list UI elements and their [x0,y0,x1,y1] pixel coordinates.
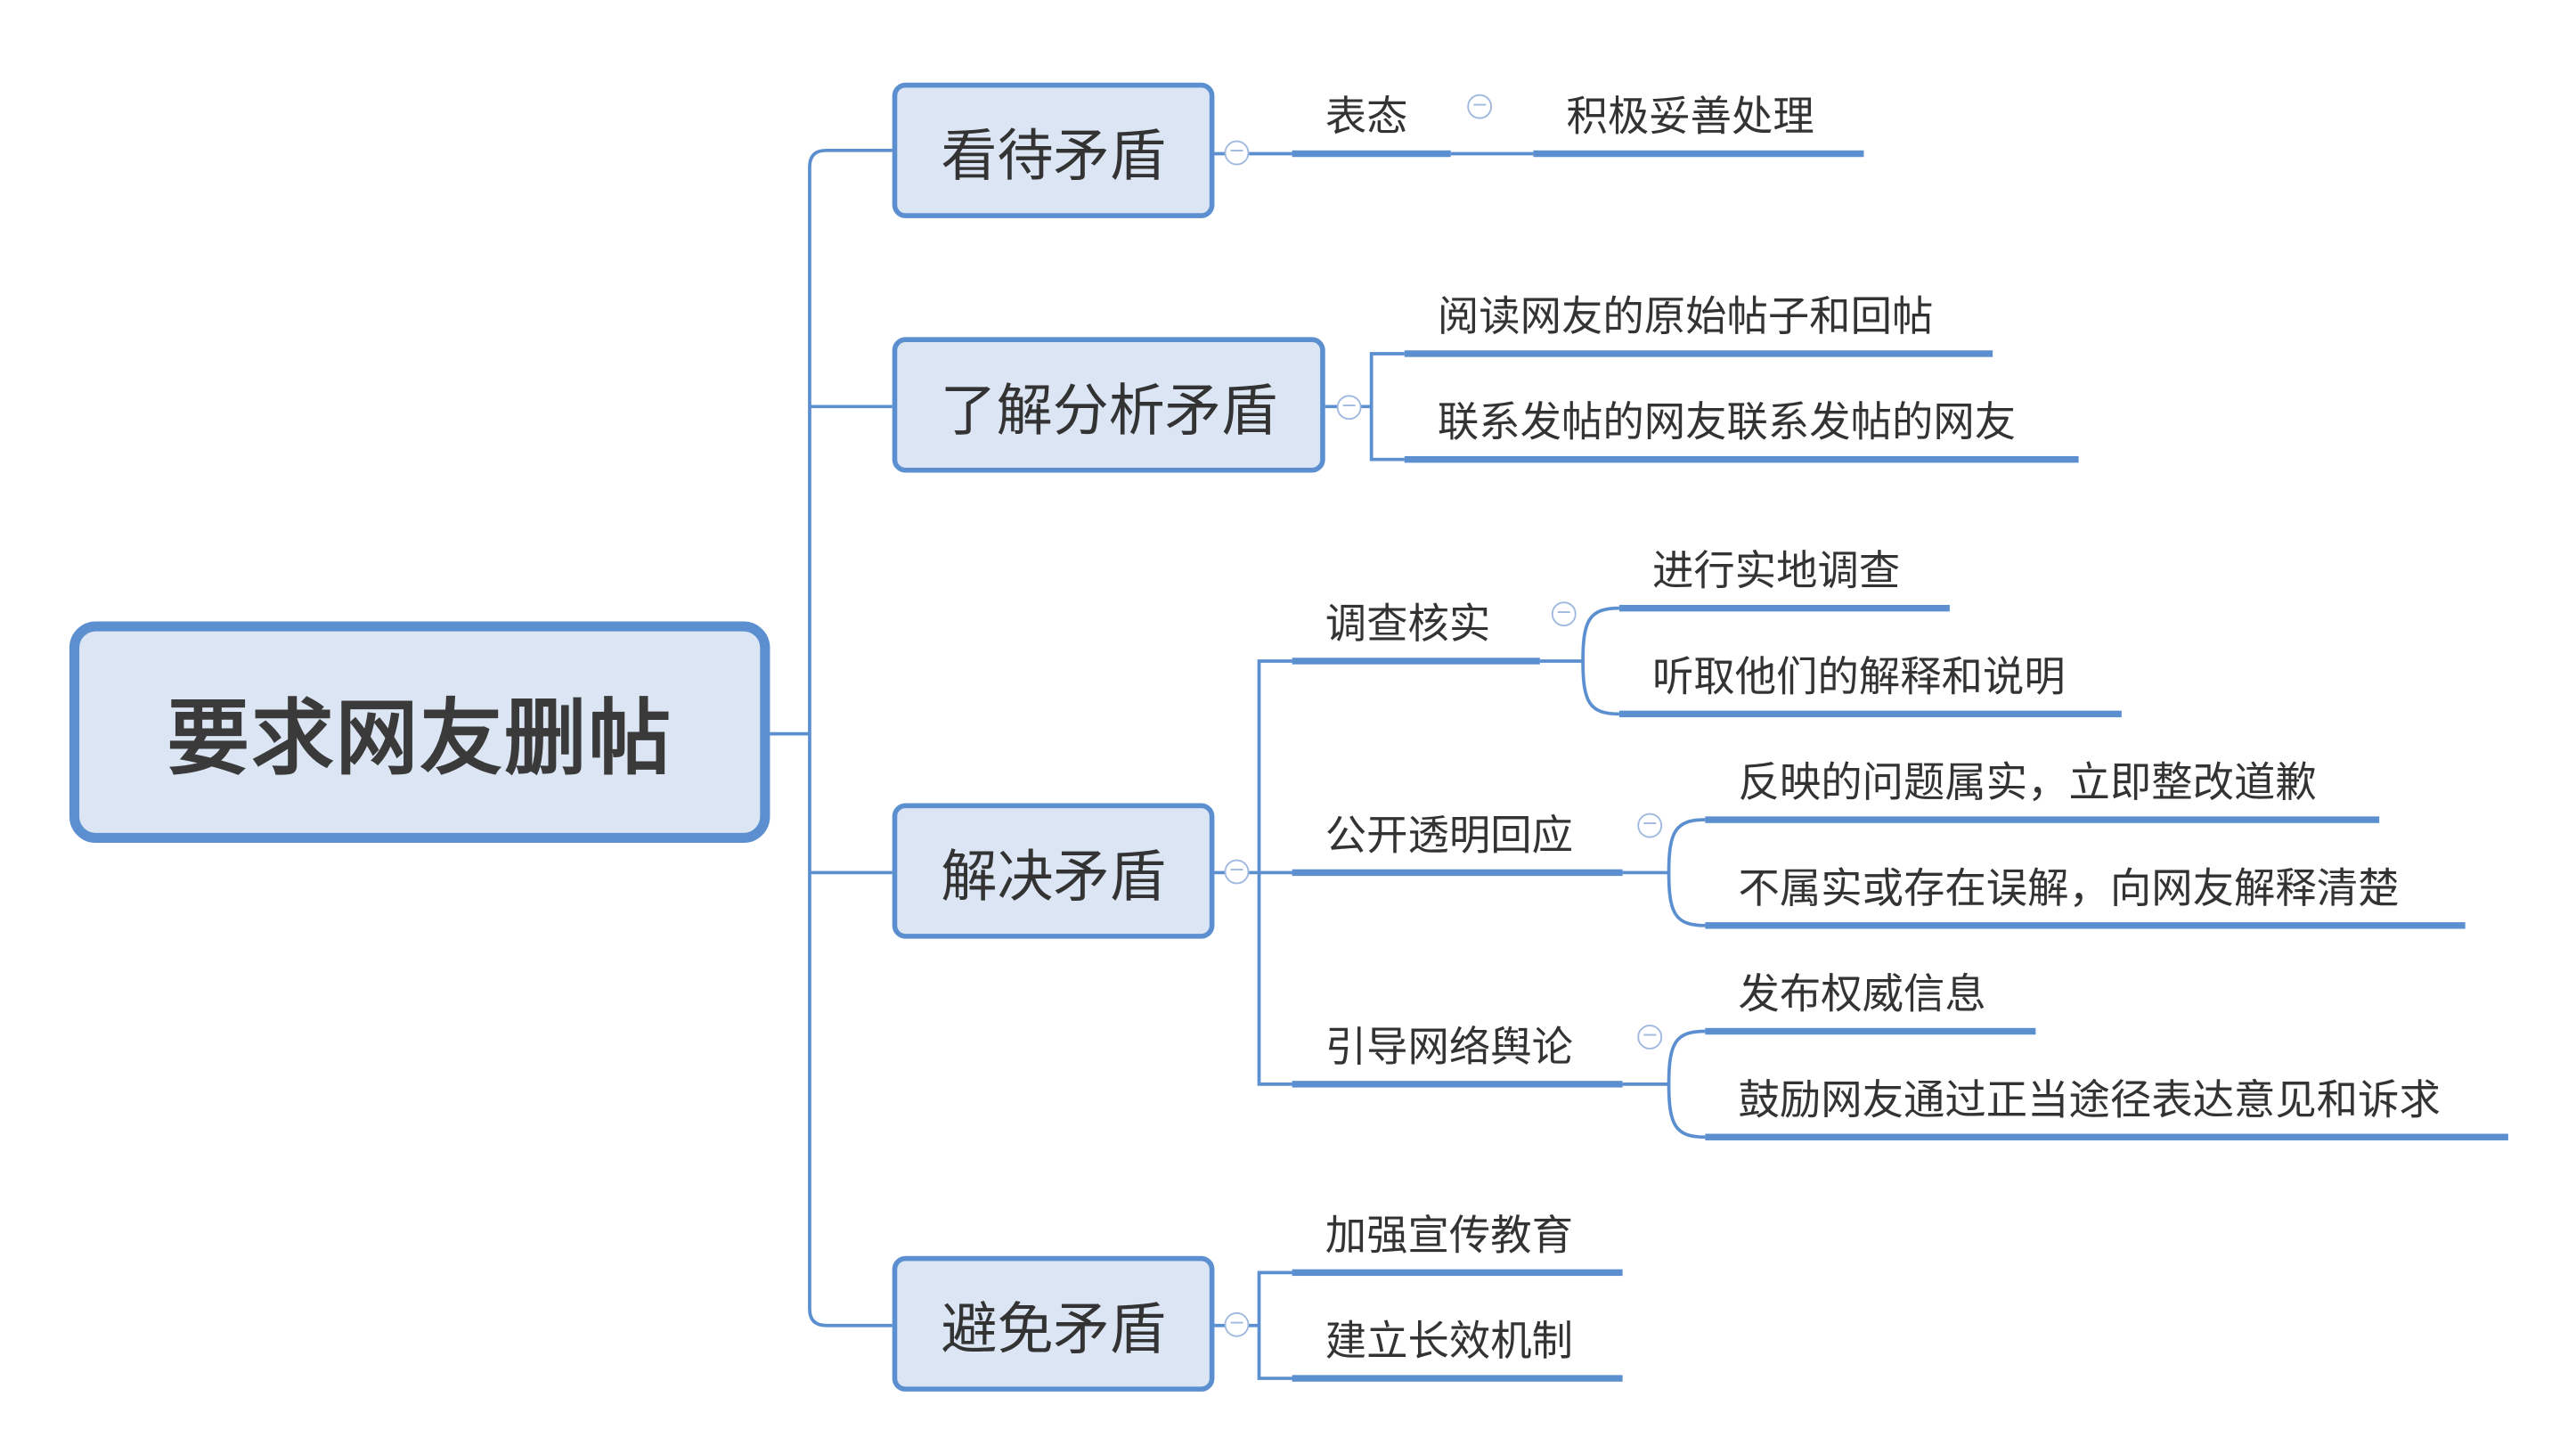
connector-yindao-children [1622,1029,1706,1140]
node-lianxi-wangyou[interactable]: 联系发帖的网友联系发帖的网友 [1404,396,2079,463]
branch-node-label: 了解分析矛盾 [940,377,1277,445]
node-label: 鼓励网友通过正当途径表达意见和诉求 [1738,1075,2441,1124]
minus-circle-icon[interactable]: − [1551,601,1577,627]
node-yindao-wangluo-yulun[interactable]: 引导网络舆论 [1292,1021,1623,1088]
minus-circle-icon[interactable]: − [1224,860,1250,885]
branch-node-label: 看待矛盾 [941,123,1166,190]
minus-circle-icon[interactable]: − [1467,94,1493,119]
node-label: 加强宣传教育 [1325,1211,1573,1260]
minus-circle-icon[interactable]: − [1224,140,1250,166]
node-fabu-quanwei-xinxi[interactable]: 发布权威信息 [1705,968,2036,1035]
node-jiji-tuoshan-chuli[interactable]: 积极妥善处理 [1533,91,1864,158]
node-label: 引导网络舆论 [1325,1023,1573,1072]
minus-circle-icon[interactable]: − [1637,813,1663,838]
node-label: 进行实地调查 [1652,547,1901,595]
node-label: 听取他们的解释和说明 [1652,652,2066,701]
node-label: 反映的问题属实，立即整改道歉 [1738,758,2317,807]
node-label: 积极妥善处理 [1566,92,1814,141]
node-diaocha-heshi[interactable]: 调查核实 [1292,599,1540,665]
connector-gongkai-children [1622,818,1706,927]
node-label: 联系发帖的网友联系发帖的网友 [1437,398,2017,446]
node-label: 不属实或存在误解，向网友解释清楚 [1738,864,2400,912]
node-yuedu-tiezi[interactable]: 阅读网友的原始帖子和回帖 [1404,290,1993,357]
root-node[interactable]: 要求网友删帖 [69,621,770,844]
connector-root-spine [808,148,893,1328]
node-label: 阅读网友的原始帖子和回帖 [1437,292,1934,341]
minus-circle-icon[interactable]: − [1336,395,1362,421]
node-jinxing-shidi-diaocha[interactable]: 进行实地调查 [1618,545,1950,612]
branch-node-label: 避免矛盾 [941,1296,1166,1363]
node-label: 表态 [1325,92,1408,141]
branch-node-jiejue-maodun[interactable]: 解决矛盾 [892,803,1215,939]
branch-node-label: 解决矛盾 [941,843,1166,911]
node-guli-biaoda-yijian[interactable]: 鼓励网友通过正当途径表达意见和诉求 [1705,1074,2508,1140]
minus-circle-icon[interactable]: − [1637,1025,1663,1050]
node-jieshi-qingchu[interactable]: 不属实或存在误解，向网友解释清楚 [1705,862,2466,929]
node-label: 发布权威信息 [1738,969,1986,1018]
node-zhenggai-daoqian[interactable]: 反映的问题属实，立即整改道歉 [1705,757,2380,823]
minus-circle-icon[interactable]: − [1224,1312,1250,1337]
node-label: 公开透明回应 [1325,811,1573,860]
connector-diaocha-children [1539,606,1619,716]
branch-node-liaojie-fenxi-maodun[interactable]: 了解分析矛盾 [892,337,1325,473]
node-jianli-changxiao-jizhi[interactable]: 建立长效机制 [1292,1316,1623,1382]
node-jiaqiang-xuanchuan-jiaoyu[interactable]: 加强宣传教育 [1292,1210,1623,1277]
node-tingqu-jieshi[interactable]: 听取他们的解释和说明 [1618,651,2122,718]
branch-node-bimian-maodun[interactable]: 避免矛盾 [892,1255,1215,1392]
node-biaotai[interactable]: 表态 [1292,91,1451,158]
node-gongkai-toumin-huiying[interactable]: 公开透明回应 [1292,810,1623,877]
node-label: 调查核实 [1325,600,1491,649]
node-label: 建立长效机制 [1325,1317,1573,1366]
branch-node-kandai-maodun[interactable]: 看待矛盾 [892,82,1215,218]
root-node-label: 要求网友删帖 [167,690,673,787]
